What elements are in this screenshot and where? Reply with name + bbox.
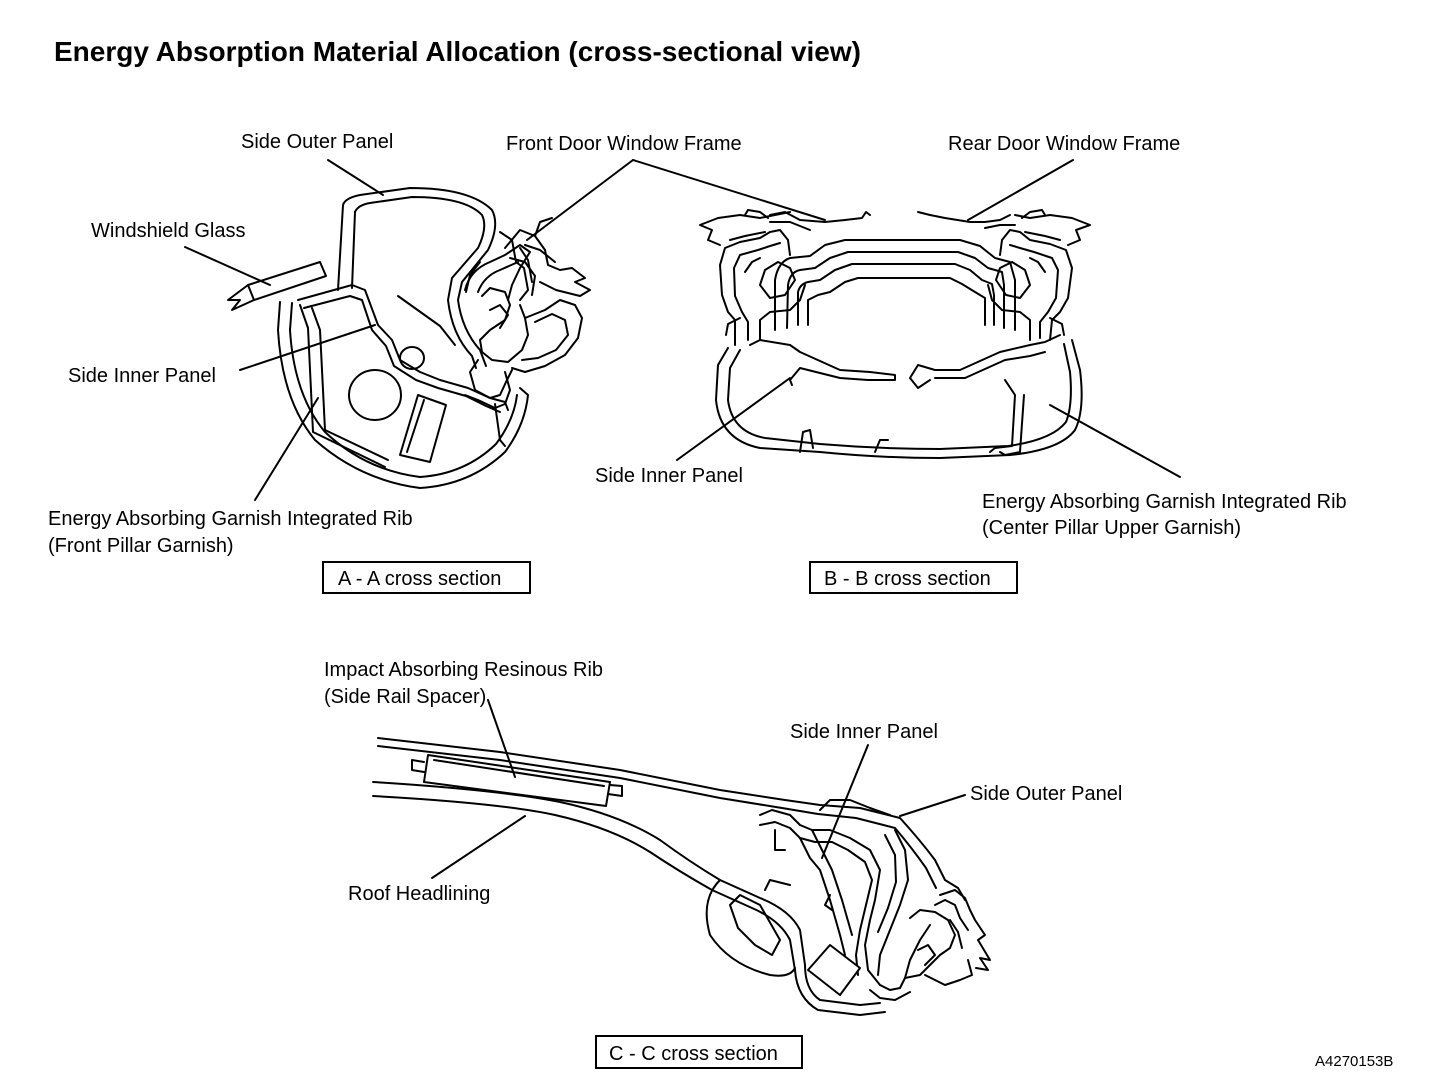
section-bb-drawing bbox=[699, 209, 1091, 459]
label-bb-front-door-window-frame: Front Door Window Frame bbox=[506, 133, 742, 155]
section-bb: Front Door Window Frame Rear Door Window… bbox=[506, 133, 1347, 594]
label-aa-garnish-rib-line2: (Front Pillar Garnish) bbox=[48, 535, 234, 557]
label-bb-side-inner-panel: Side Inner Panel bbox=[595, 465, 743, 487]
label-aa-side-inner-panel: Side Inner Panel bbox=[68, 365, 216, 387]
leader-aa-garnish-rib bbox=[254, 397, 319, 501]
label-cc-resinous-rib-line2: (Side Rail Spacer) bbox=[324, 686, 486, 708]
caption-box-aa bbox=[322, 561, 531, 594]
leader-cc-side-outer-panel bbox=[899, 794, 966, 817]
label-cc-side-inner-panel: Side Inner Panel bbox=[790, 721, 938, 743]
section-cc-drawing bbox=[372, 737, 991, 1016]
leader-aa-side-outer-panel bbox=[327, 159, 384, 196]
leader-aa-windshield-glass bbox=[184, 246, 271, 286]
leader-cc-roof-headlining bbox=[431, 815, 526, 879]
leader-bb-garnish-rib bbox=[1049, 404, 1181, 478]
label-aa-side-outer-panel: Side Outer Panel bbox=[241, 131, 393, 153]
leader-cc-resinous-rib bbox=[487, 699, 516, 778]
section-cc: Impact Absorbing Resinous Rib (Side Rail… bbox=[324, 659, 1122, 1069]
document-id: A4270153B bbox=[1315, 1053, 1393, 1070]
leader-bb-rear-door-window-frame bbox=[967, 159, 1074, 221]
label-aa-windshield-glass: Windshield Glass bbox=[91, 220, 246, 242]
caption-aa: A - A cross section bbox=[338, 568, 501, 590]
label-bb-garnish-rib-line2: (Center Pillar Upper Garnish) bbox=[982, 517, 1241, 539]
caption-box-bb bbox=[809, 561, 1018, 594]
label-cc-roof-headlining: Roof Headlining bbox=[348, 883, 490, 905]
leader-bb-front-door-window-frame-a bbox=[526, 159, 634, 241]
label-aa-garnish-rib-line1: Energy Absorbing Garnish Integrated Rib bbox=[48, 508, 413, 530]
caption-cc: C - C cross section bbox=[609, 1043, 778, 1065]
caption-bb: B - B cross section bbox=[824, 568, 991, 590]
label-bb-rear-door-window-frame: Rear Door Window Frame bbox=[948, 133, 1180, 155]
label-bb-garnish-rib-line1: Energy Absorbing Garnish Integrated Rib bbox=[982, 491, 1347, 513]
leader-aa-side-inner-panel bbox=[239, 324, 376, 371]
leader-cc-side-inner-panel bbox=[821, 744, 869, 859]
leader-bb-front-door-window-frame-b bbox=[632, 159, 826, 221]
label-cc-resinous-rib-line1: Impact Absorbing Resinous Rib bbox=[324, 659, 603, 681]
leader-bb-side-inner-panel bbox=[676, 377, 791, 461]
caption-box-cc bbox=[595, 1035, 803, 1069]
section-aa-drawing bbox=[227, 187, 591, 489]
section-aa: Side Outer Panel Windshield Glass Side I… bbox=[48, 131, 591, 594]
page-title: Energy Absorption Material Allocation (c… bbox=[54, 36, 861, 67]
label-cc-side-outer-panel: Side Outer Panel bbox=[970, 783, 1122, 805]
